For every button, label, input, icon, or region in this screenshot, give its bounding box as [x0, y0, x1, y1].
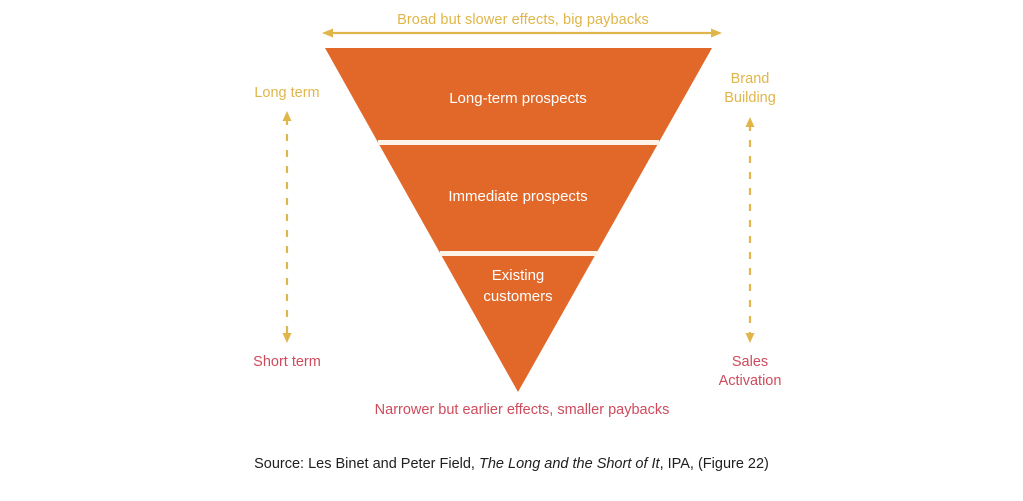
- left-axis-top-label: Long term: [254, 85, 320, 101]
- right-axis-dashed-arrow: [745, 117, 755, 343]
- right-axis-top-label-line1: Brand: [730, 71, 770, 87]
- source-title: The Long and the Short of It: [478, 456, 660, 472]
- source-citation: Source: Les Binet and Peter Field, The L…: [0, 456, 1023, 472]
- left-axis-dashed-arrow: [282, 111, 292, 343]
- funnel-segment-label-immediate-prospects: Immediate prospects: [448, 188, 588, 205]
- top-axis-arrow: [322, 28, 722, 38]
- funnel-triangle: [325, 48, 712, 392]
- bottom-axis-label: Narrower but earlier effects, smaller pa…: [374, 402, 670, 418]
- funnel-segment-label-existing-customers-line2: customers: [483, 288, 553, 305]
- top-axis-label: Broad but slower effects, big paybacks: [397, 12, 649, 28]
- right-axis-top-label: Brand Building: [685, 70, 815, 108]
- funnel-segment-label-existing-customers: Existing customers: [418, 265, 618, 307]
- right-axis-top-label-line2: Building: [724, 90, 776, 106]
- right-axis-bottom-label-line2: Activation: [718, 373, 782, 389]
- source-suffix: , IPA, (Figure 22): [659, 456, 769, 472]
- source-prefix: Source: Les Binet and Peter Field,: [254, 456, 479, 472]
- right-axis-bottom-label-line1: Sales: [731, 354, 769, 370]
- funnel-segment-label-existing-customers-line1: Existing: [491, 267, 545, 284]
- funnel-segment-label-long-term-prospects: Long-term prospects: [449, 90, 587, 107]
- right-axis-bottom-label: Sales Activation: [685, 353, 815, 391]
- left-axis-bottom-label: Short term: [253, 354, 321, 370]
